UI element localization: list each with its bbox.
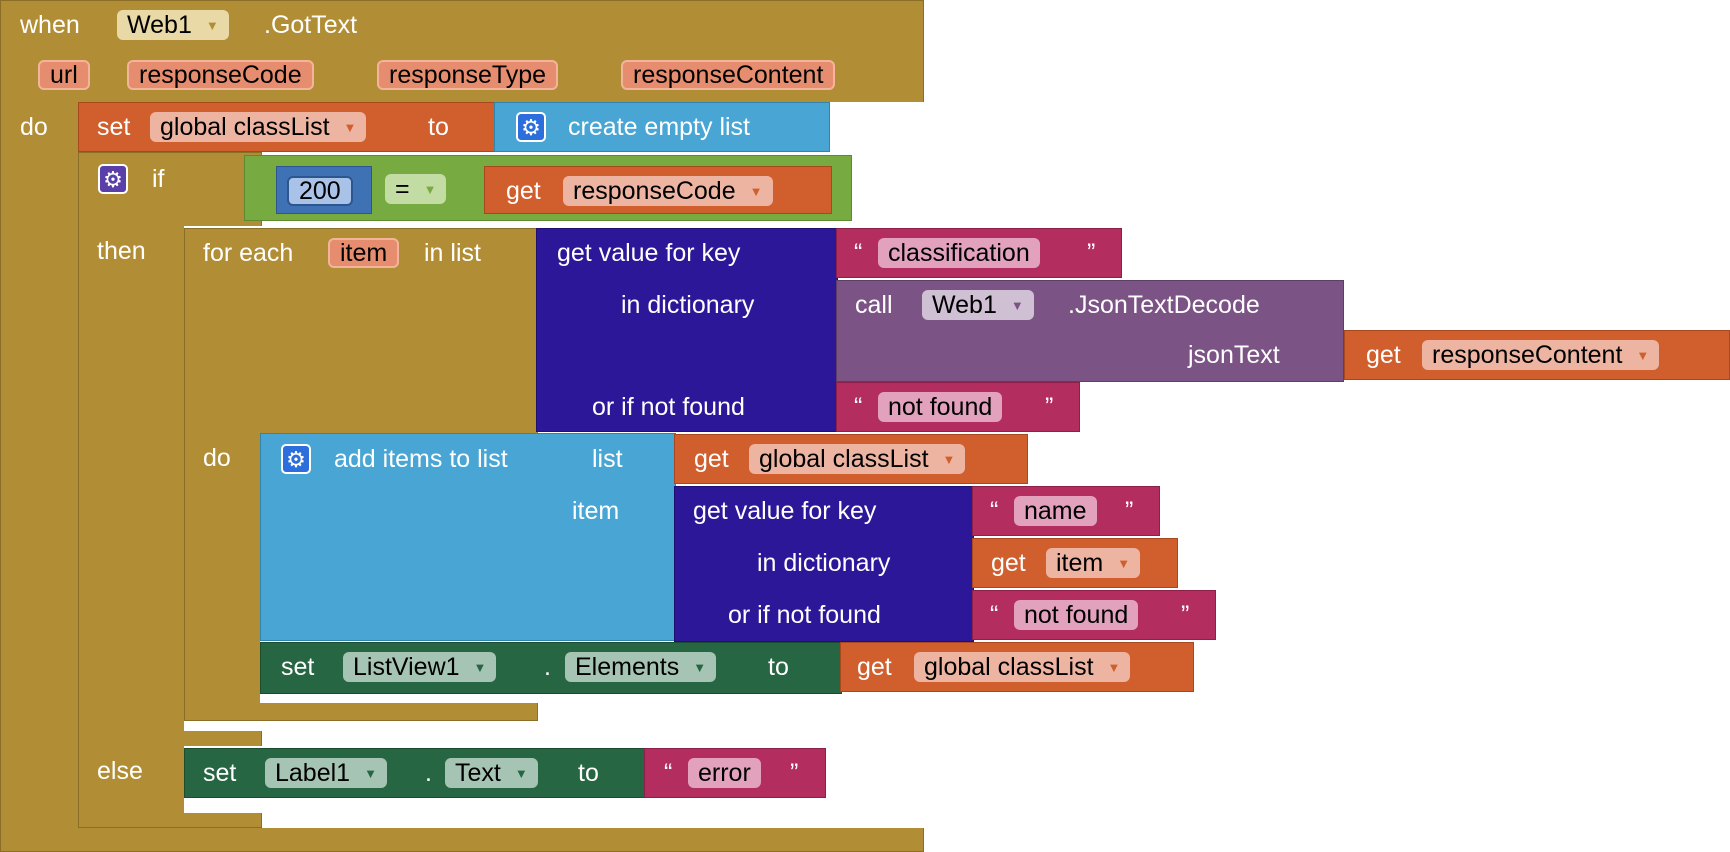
dot-label: .	[425, 759, 432, 787]
quote-open: “	[990, 497, 999, 525]
chevron-down-icon: ▼	[942, 452, 956, 467]
text-field-error[interactable]: error	[688, 758, 761, 788]
listview1-dropdown[interactable]: ListView1▼	[343, 652, 497, 682]
component-dropdown-web1[interactable]: Web1▼	[117, 10, 229, 40]
or-if-not-found-label: or if not found	[592, 393, 745, 421]
get-label: get	[991, 549, 1026, 577]
create-empty-list-block[interactable]	[494, 102, 830, 152]
param-responsetype[interactable]: responseType	[377, 60, 559, 90]
global-classlist-dropdown[interactable]: global classList▼	[749, 444, 966, 474]
set-label: set	[281, 653, 315, 681]
param-url[interactable]: url	[38, 60, 90, 90]
chevron-down-icon: ▼	[364, 766, 377, 781]
responsecontent-dropdown[interactable]: responseContent▼	[1422, 340, 1660, 370]
quote-close: ”	[790, 759, 799, 787]
call-web1-jsontextdecode-block[interactable]	[836, 280, 1344, 382]
quote-open: “	[990, 601, 999, 629]
jsontext-label: jsonText	[1188, 341, 1280, 369]
dict-lookup-block-2[interactable]	[674, 486, 974, 642]
gear-icon[interactable]: ⚙	[281, 444, 311, 474]
list-socket-label: list	[592, 445, 623, 473]
add-items-label: add items to list	[334, 445, 508, 473]
quote-open: “	[664, 759, 673, 787]
text-field-not-found[interactable]: not found	[1014, 600, 1139, 630]
chevron-down-icon: ▼	[1010, 298, 1024, 313]
global-classlist-dropdown[interactable]: global classList▼	[150, 112, 367, 142]
get-label: get	[694, 445, 729, 473]
set-label1-text-block[interactable]	[184, 748, 646, 798]
call-label: call	[855, 291, 893, 319]
dict-lookup-block-1[interactable]	[536, 228, 838, 432]
label1-dropdown[interactable]: Label1▼	[265, 758, 387, 788]
in-dictionary-label: in dictionary	[757, 549, 891, 577]
chevron-down-icon: ▼	[343, 120, 357, 135]
in-list-label: in list	[424, 239, 481, 267]
quote-close: ”	[1181, 601, 1190, 629]
chevron-down-icon: ▼	[1107, 660, 1121, 675]
chevron-down-icon: ▼	[693, 660, 707, 675]
get-label: get	[506, 177, 541, 205]
get-value-for-key-label: get value for key	[557, 239, 741, 267]
component-dropdown-web1[interactable]: Web1▼	[922, 290, 1034, 320]
item-socket-label: item	[572, 497, 620, 525]
item-param[interactable]: item	[328, 238, 400, 268]
text-field-not-found[interactable]: not found	[878, 392, 1003, 422]
chevron-down-icon: ▼	[749, 184, 763, 199]
if-label: if	[152, 165, 165, 193]
set-label: set	[203, 759, 237, 787]
text-property-dropdown[interactable]: Text▼	[445, 758, 538, 788]
gear-icon[interactable]: ⚙	[98, 164, 128, 194]
chevron-down-icon: ▼	[514, 766, 528, 781]
get-value-for-key-label: get value for key	[693, 497, 877, 525]
for-each-label: for each	[203, 239, 294, 267]
param-responsecontent[interactable]: responseContent	[621, 60, 836, 90]
get-label: get	[857, 653, 892, 681]
global-classlist-dropdown[interactable]: global classList▼	[914, 652, 1131, 682]
to-label: to	[578, 759, 599, 787]
or-if-not-found-label: or if not found	[728, 601, 881, 629]
item-dropdown[interactable]: item▼	[1046, 548, 1141, 578]
elements-property-dropdown[interactable]: Elements▼	[565, 652, 717, 682]
then-label: then	[97, 237, 146, 265]
to-label: to	[428, 113, 449, 141]
event-name-label: .GotText	[264, 11, 358, 39]
event-do-label: do	[20, 113, 48, 141]
add-items-to-list-block[interactable]	[260, 433, 676, 641]
quote-close: ”	[1045, 393, 1054, 421]
chevron-down-icon: ▼	[205, 18, 219, 33]
to-label: to	[768, 653, 789, 681]
responsecode-dropdown[interactable]: responseCode▼	[563, 176, 773, 206]
chevron-down-icon: ▼	[473, 660, 487, 675]
text-field-name[interactable]: name	[1014, 496, 1097, 526]
method-label: .JsonTextDecode	[1068, 291, 1260, 319]
quote-open: “	[854, 239, 863, 267]
param-responsecode[interactable]: responseCode	[127, 60, 314, 90]
get-label: get	[1366, 341, 1401, 369]
text-field-classification[interactable]: classification	[878, 238, 1040, 268]
else-label: else	[97, 757, 143, 785]
for-each-do-label: do	[203, 444, 231, 472]
compare-operator-dropdown[interactable]: =▼	[385, 174, 447, 204]
chevron-down-icon: ▼	[1117, 556, 1131, 571]
when-label: when	[20, 11, 80, 39]
quote-close: ”	[1087, 239, 1096, 267]
number-field[interactable]: 200	[287, 176, 353, 206]
chevron-down-icon: ▼	[423, 182, 437, 197]
dot-label: .	[544, 653, 551, 681]
set-label: set	[97, 113, 131, 141]
quote-close: ”	[1125, 497, 1134, 525]
in-dictionary-label: in dictionary	[621, 291, 755, 319]
chevron-down-icon: ▼	[1636, 348, 1650, 363]
create-empty-list-label: create empty list	[568, 113, 751, 141]
quote-open: “	[854, 393, 863, 421]
gear-icon[interactable]: ⚙	[516, 112, 546, 142]
